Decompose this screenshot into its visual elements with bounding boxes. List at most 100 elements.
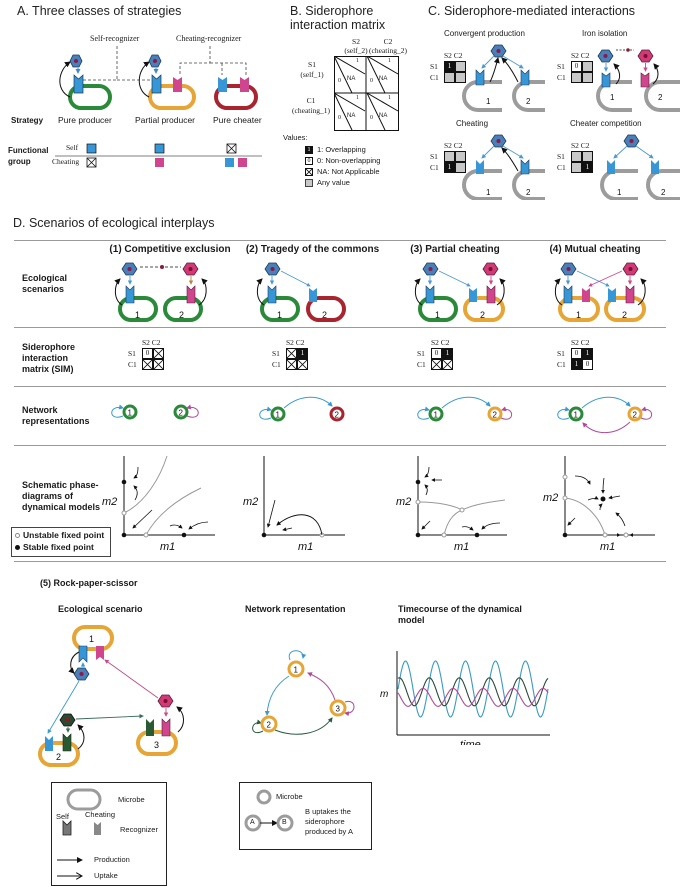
cheating-box-partial-producer: [155, 158, 164, 167]
sim-matrix-4-cell: 1: [582, 348, 593, 359]
strategy-pure-cheater: Pure cheater: [213, 115, 262, 125]
value-legend-non-overlapping: 0 0: Non-overlapping: [305, 155, 380, 166]
legend-cheating-label: Cheating: [85, 810, 116, 819]
rps-time-title-line2: model: [398, 615, 425, 625]
divider-top: [14, 240, 666, 241]
col-header-c2-id: C2: [383, 37, 393, 46]
sim-matrix-4-cell: 0: [582, 359, 593, 370]
recognizer-connectors: [82, 46, 247, 81]
panel-a-diagram: [55, 46, 262, 168]
panel-b-title-line1: B. Siderophore: [290, 4, 374, 18]
phase-3-ylabel: m2: [396, 496, 411, 508]
panel-c-matrix-2-col-headers: S2 C2: [571, 51, 590, 60]
any-value-text: Any value: [317, 178, 350, 187]
sim-matrix-3-row-header: S1: [417, 349, 425, 358]
rps-node-2: [260, 715, 278, 733]
sim-matrix-1-cell: 0: [142, 348, 153, 359]
svg-text:2: 2: [322, 310, 327, 320]
panel-a-title: A. Three classes of strategies: [17, 4, 182, 18]
case-iron-isolation-title: Iron isolation: [582, 29, 628, 38]
self-box-pure-producer: [86, 143, 97, 154]
timecourse-xlabel: time: [460, 739, 481, 745]
svg-text:2: 2: [480, 310, 485, 320]
panel-c-matrix-3-cell: [455, 151, 466, 162]
panel-c-matrix-3-cell: [444, 151, 455, 162]
phase-4-xlabel: m1: [600, 541, 615, 553]
panel-b-title: B. Siderophore interaction matrix: [290, 4, 385, 32]
panel-c-matrix-1-cell: [455, 72, 466, 83]
legend-microbe-label: Microbe: [118, 795, 145, 804]
network-legend-microbe-label: Microbe: [276, 792, 303, 801]
rps-ecological-diagram: 1 2 3: [38, 625, 184, 767]
node-a-label: A: [250, 819, 255, 826]
non-overlapping-text: 0: Non-overlapping: [317, 156, 381, 165]
rps-network-diagram: 1 2 3: [252, 650, 355, 735]
interaction-matrix-cells: 1 0 NA 1 0 NA 1 0 NA 1 0 NA: [334, 56, 400, 132]
sim-matrix-1-row-header: C1: [128, 360, 137, 369]
sim-matrix-2-cell: [286, 348, 297, 359]
unstable-point-icon: [15, 532, 20, 538]
panel-c-matrix-4-row-header: S1: [557, 152, 565, 161]
panel-c-matrix-3-row-header: C1: [430, 163, 439, 172]
panel-c-matrix-3-cell: [455, 162, 466, 173]
interaction-matrix-grid: [334, 56, 399, 131]
svg-text:1: 1: [128, 409, 133, 418]
sim-matrix-3-cell: 0: [431, 348, 442, 359]
rps-time-title: Timecourse of the dynamical model: [398, 604, 522, 626]
sim-matrix-4-row-header: S1: [557, 349, 565, 358]
microbe-legend-icon: [66, 788, 102, 811]
rps-node-3: [329, 699, 347, 717]
any-value-symbol: [305, 178, 313, 187]
cheater-competition-diagram: 1 2: [600, 134, 680, 200]
rps-time-title-line1: Timecourse of the dynamical: [398, 604, 522, 614]
network-legend: Microbe A B B uptakes the siderophore pr…: [239, 782, 372, 850]
svg-text:3: 3: [336, 705, 341, 714]
svg-text:2: 2: [493, 411, 498, 420]
panel-c-matrix-3-row-header: S1: [430, 152, 438, 161]
overlapping-text: 1: Overlapping: [317, 145, 366, 154]
panel-c-matrix-1-col-headers: S2 C2: [444, 51, 463, 60]
rps-microbe-2-label: 2: [56, 752, 61, 762]
sim-matrix-1-cell: [142, 359, 153, 370]
phase-1-ylabel: m2: [102, 496, 117, 508]
panel-c-matrix-1-cell: [455, 61, 466, 72]
panel-c-matrix-2-cell: [571, 72, 582, 83]
sim-matrix-1-cell: [153, 359, 164, 370]
rps-title: (5) Rock-paper-scissor: [40, 578, 138, 588]
panel-c-matrix-3-cell: 1: [444, 162, 455, 173]
scenario-1-title: (1) Competitive exclusion: [109, 244, 231, 255]
overlapping-symbol: 1: [305, 145, 313, 154]
phase-diagram-3: m2 m1: [396, 456, 507, 553]
network-legend-description: B uptakes the siderophore produced by A: [305, 807, 353, 837]
network-microbe-icon: [256, 789, 272, 805]
svg-text:1: 1: [435, 310, 440, 320]
non-overlapping-symbol: 0: [305, 156, 313, 165]
functional-group-label: Functional group: [8, 146, 49, 166]
row-label-phase: Schematic phase-diagrams of dynamical mo…: [22, 480, 101, 512]
case-cheater-competition-title: Cheater competition: [570, 119, 642, 128]
case-cheating-title: Cheating: [456, 119, 489, 128]
iron-isolation-diagram: 1 2: [596, 48, 680, 112]
sim-matrix-2-row-header: C1: [272, 360, 281, 369]
phase-4-ylabel: m2: [543, 492, 558, 504]
sim-matrix-3-cell: [442, 359, 453, 370]
panel-c-matrix-4-row-header: C1: [557, 163, 566, 172]
cell-c1s2-mid: NA: [347, 113, 356, 119]
scenario-4-title: (4) Mutual cheating: [549, 244, 641, 255]
panel-c-matrix-2-cell: 0: [571, 61, 582, 72]
panel-c-matrix-1-cell: 1: [444, 61, 455, 72]
pure-producer-microbe: [59, 54, 112, 110]
sim-matrix-4-cell: 0: [571, 348, 582, 359]
sim-matrix-2-cell: [286, 359, 297, 370]
panel-c-matrix-2-row-header: S1: [557, 62, 565, 71]
sim-matrix-3-row-header: C1: [417, 360, 426, 369]
cheating-recognizer-legend-icon: [94, 822, 101, 835]
row-header-s1: S1 (self_1): [292, 60, 332, 80]
cell-c1c2-left: 0: [370, 115, 373, 121]
phase-diagram-1: m2 m1: [102, 455, 215, 553]
sim-matrix-2-cell: 1: [297, 348, 308, 359]
panel-c-matrix-2-cell: [582, 61, 593, 72]
rps-eco-title: Ecological scenario: [58, 604, 143, 614]
strategy-pure-producer: Pure producer: [58, 115, 112, 125]
cell-c1c2-mid: NA: [379, 113, 388, 119]
